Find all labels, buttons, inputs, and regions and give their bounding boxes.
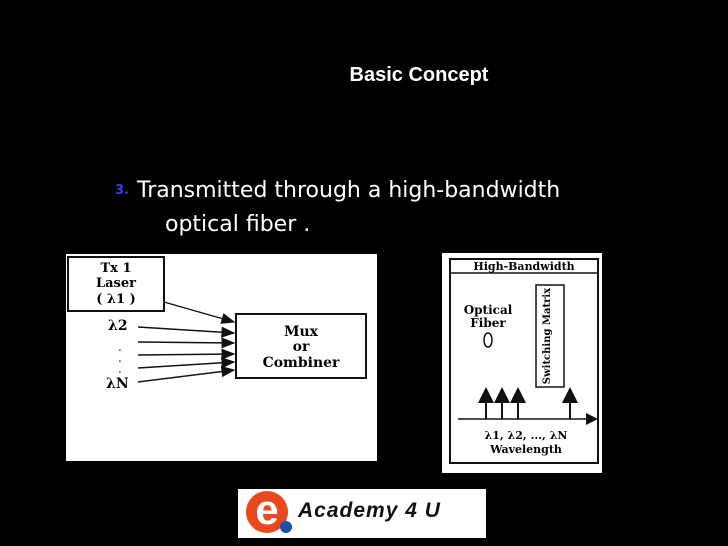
tx-laser-box	[67, 256, 165, 312]
fiber-cross-section	[483, 332, 493, 348]
or-label: or	[293, 339, 310, 355]
laser-label: Laser	[96, 276, 136, 291]
lambda1-label: ( λ1 )	[96, 292, 136, 307]
input-arrow	[137, 326, 236, 338]
ellipsis-dot: .	[118, 340, 122, 354]
wavelengths-list: λ1, λ2, ..., λN	[485, 429, 568, 442]
fiber-label: Fiber	[470, 316, 506, 330]
mux-box	[235, 313, 367, 379]
switching-matrix-label: Switching Matrix	[542, 287, 553, 384]
fiber-diagram: High-Bandwidth Optical Fiber Switching M…	[442, 253, 602, 473]
input-arrow	[137, 348, 236, 360]
fiber-frame	[449, 258, 599, 464]
ellipsis-dot: .	[118, 351, 122, 365]
high-bandwidth-label: High-Bandwidth	[473, 260, 574, 273]
tx-label: Tx 1	[101, 261, 132, 276]
input-arrow	[137, 337, 236, 349]
input-arrow	[163, 301, 236, 324]
input-arrow	[137, 357, 236, 369]
lambda2-label: λ2	[108, 318, 128, 334]
eacademy-logo: e Academy 4 U	[238, 489, 486, 538]
ellipsis-dot: .	[118, 362, 122, 376]
bullet-number: 3.	[115, 183, 129, 198]
lambdaN-label: λN	[106, 376, 129, 392]
logo-text: Academy 4 U	[298, 499, 441, 522]
optical-label: Optical	[464, 303, 513, 317]
combiner-label: Combiner	[263, 355, 340, 371]
input-arrow	[137, 366, 236, 383]
mux-label: Mux	[284, 324, 319, 340]
bullet-text-line2: optical fiber .	[165, 212, 311, 237]
mux-diagram: Tx 1 Laser ( λ1 ) λ2 . . . λN Mux or Com…	[66, 254, 377, 461]
wavelength-label: Wavelength	[489, 443, 562, 456]
bullet-text-line1: Transmitted through a high-bandwidth	[136, 178, 561, 203]
switching-matrix-box	[535, 284, 565, 388]
bullet-point: 3. Transmitted through a high-bandwidth o…	[115, 174, 560, 242]
logo-e-icon: e	[246, 489, 292, 533]
slide-title: Basic Concept	[349, 64, 489, 86]
